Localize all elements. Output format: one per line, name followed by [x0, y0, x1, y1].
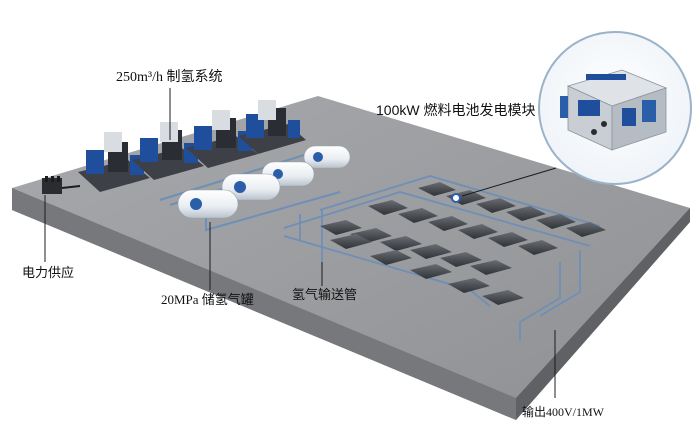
fuel-cell-row: [330, 234, 524, 305]
storage-tank: [303, 145, 351, 169]
fuel-cell-row: [368, 200, 558, 255]
fuel-cell-callout: [451, 31, 692, 203]
fuel-cell-module-illustration: [560, 69, 668, 151]
label-fuel-cell-module: 100kW 燃料电池发电模块: [376, 102, 536, 118]
fuel-cell-row: [320, 220, 512, 275]
leader-lines: [44, 88, 556, 398]
label-hydrogen-production: 250m³/h 制氢系统: [116, 70, 223, 85]
electrolyzer-unit: [238, 100, 306, 154]
label-output: 输出400V/1MW: [522, 405, 604, 419]
storage-tank: [221, 173, 281, 201]
label-storage-tanks: 20MPa 储氢气罐: [161, 292, 254, 307]
label-pipeline: 氢气输送管: [292, 287, 358, 302]
label-power-supply: 电力供应: [22, 265, 75, 280]
electrolyzer-group: [78, 100, 306, 192]
storage-tank: [177, 189, 239, 219]
power-supply-unit: [42, 176, 81, 194]
storage-tanks: [177, 145, 351, 219]
